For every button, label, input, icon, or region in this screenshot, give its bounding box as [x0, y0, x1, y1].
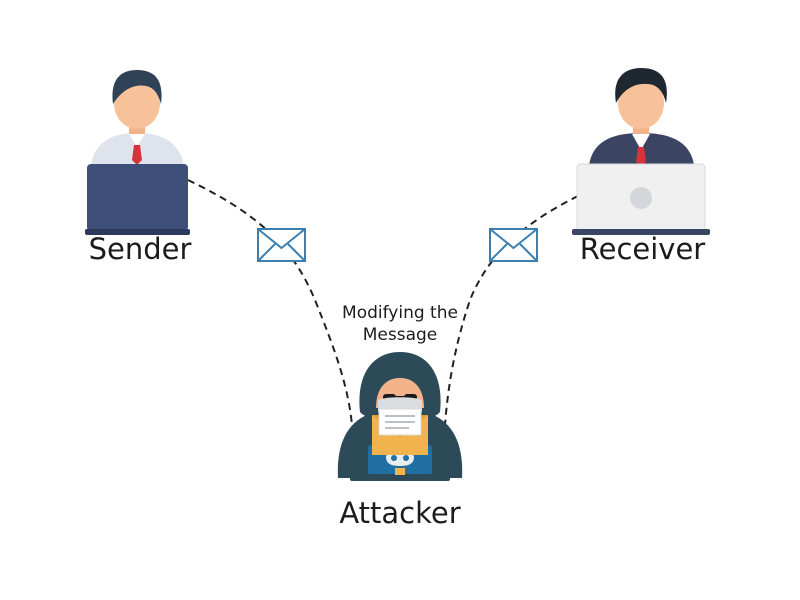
modifying-message-annotation: Modifying the Message: [310, 302, 490, 346]
receiver-label: Receiver: [579, 232, 706, 266]
envelope-icon: [257, 228, 306, 262]
person-with-laptop-icon: [572, 68, 710, 235]
attacker-label: Attacker: [339, 496, 461, 530]
envelope-icon: [489, 228, 538, 262]
sender-to-attacker-path: [187, 179, 353, 426]
annotation-line-1: Modifying the: [342, 303, 458, 323]
person-with-laptop-icon: [85, 70, 190, 235]
hooded-hacker-icon: [337, 352, 463, 481]
sender-label: Sender: [88, 232, 192, 266]
attacker-to-receiver-path: [444, 195, 579, 426]
annotation-line-2: Message: [362, 325, 438, 345]
